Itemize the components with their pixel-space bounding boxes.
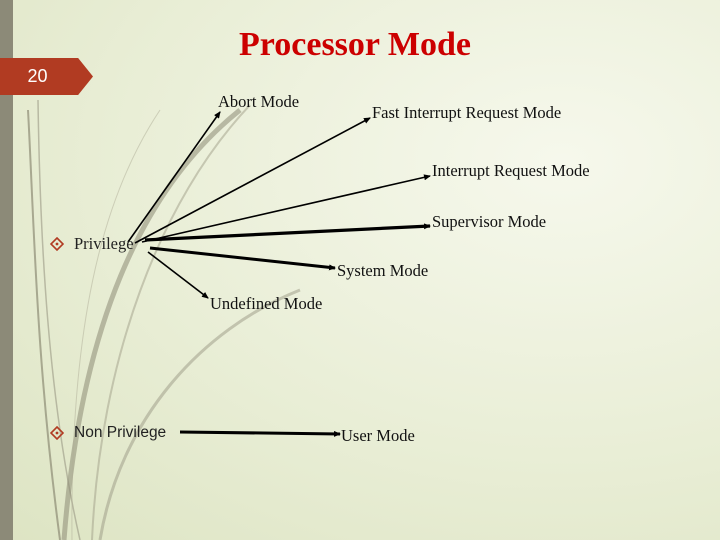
system-mode-label: System Mode — [337, 261, 428, 281]
arrow-to-system — [150, 248, 335, 268]
bullet-non-privilege: Non Privilege — [50, 424, 166, 442]
abort-mode-label: Abort Mode — [218, 92, 299, 112]
undefined-mode-label: Undefined Mode — [210, 294, 322, 314]
fiq-mode-label: Fast Interrupt Request Mode — [372, 103, 561, 123]
supervisor-mode-label: Supervisor Mode — [432, 212, 546, 232]
arrow-to-user — [180, 432, 340, 434]
privilege-label: Privilege — [74, 234, 134, 254]
non-privilege-label: Non Privilege — [74, 424, 166, 442]
arrow-to-fiq — [135, 118, 370, 243]
diamond-bullet-icon — [50, 426, 64, 440]
arrow-to-supervisor — [145, 226, 430, 240]
user-mode-label: User Mode — [341, 426, 415, 446]
bullet-privilege: Privilege — [50, 234, 134, 254]
arrow-to-undefined — [148, 252, 208, 298]
diamond-bullet-icon — [50, 237, 64, 251]
irq-mode-label: Interrupt Request Mode — [432, 161, 590, 181]
